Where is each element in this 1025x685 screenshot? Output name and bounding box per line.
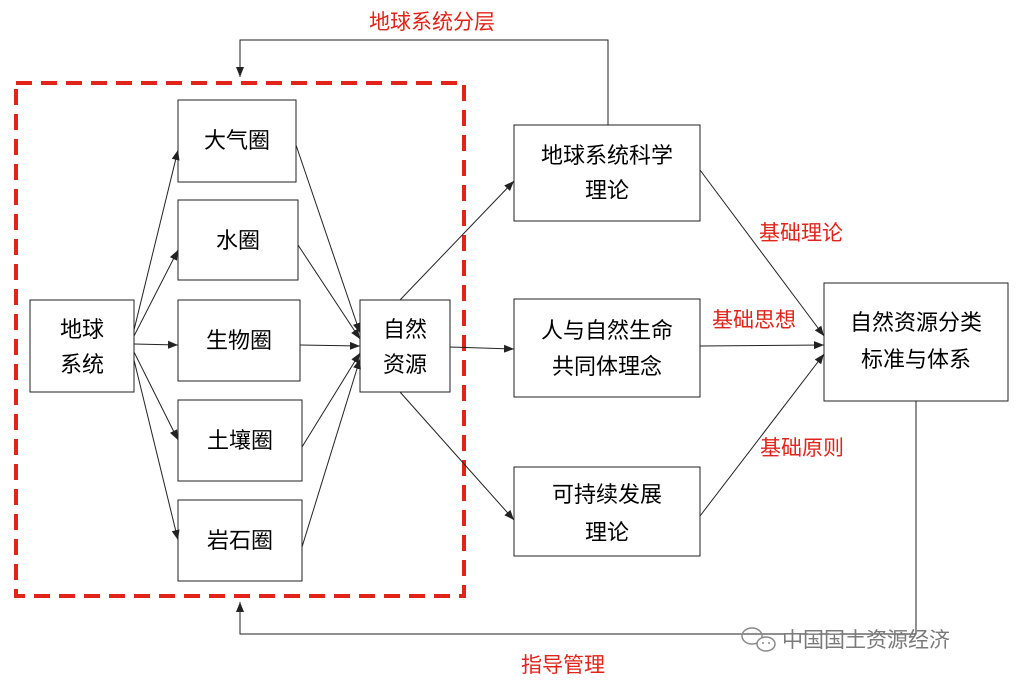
- earth-system-science-line2: 理论: [585, 179, 629, 204]
- arrow-hydrosphere-to-resources: [297, 244, 361, 340]
- arrow-resources-to-harmony: [449, 344, 515, 353]
- watermark-text: 中国国土资源经济: [782, 628, 950, 652]
- label-guiding-management: 指导管理: [521, 653, 605, 677]
- arrow-earth-to-lithosphere: [133, 359, 180, 541]
- earth-system-science-line1: 地球系统科学: [541, 144, 673, 169]
- arrow-earth-system-layering: [236, 39, 609, 125]
- harmony-concept-line2: 共同体理念: [552, 355, 662, 380]
- lithosphere-label: 岩石圈: [207, 529, 273, 554]
- sustainable-development-line1: 可持续发展: [552, 483, 662, 508]
- arrow-earth-science-to-classification: [699, 169, 825, 337]
- arrow-sustainable-to-classification: [699, 353, 825, 517]
- harmony-concept-line1: 人与自然生命: [541, 319, 673, 344]
- arrow-guiding-management: [236, 401, 917, 635]
- arrow-biosphere-to-resources: [299, 341, 361, 350]
- biosphere-label: 生物圈: [206, 329, 272, 354]
- earth-system-line2: 系统: [60, 353, 104, 378]
- natural-resources-line1: 自然: [383, 318, 427, 343]
- hydrosphere-box: 水圈: [177, 199, 299, 281]
- arrow-earth-to-pedosphere: [133, 351, 179, 441]
- classification-box: 自然资源分类 标准与体系: [823, 282, 1009, 402]
- label-basic-principle: 基础原则: [760, 436, 844, 460]
- arrow-earth-to-biosphere: [133, 340, 179, 349]
- arrow-resources-to-sustainable: [399, 391, 515, 521]
- label-earth-system-layering: 地球系统分层: [369, 10, 495, 34]
- arrow-harmony-to-classification: [699, 341, 825, 350]
- earth-system-line1: 地球: [60, 318, 104, 343]
- sustainable-development-box: 可持续发展 理论: [513, 466, 701, 557]
- classification-line2: 标准与体系: [861, 348, 971, 373]
- pedosphere-box: 土壤圈: [177, 399, 303, 482]
- watermark: 中国国土资源经济: [741, 627, 950, 652]
- atmosphere-label: 大气圈: [204, 129, 270, 154]
- atmosphere-box: 大气圈: [177, 99, 297, 183]
- earth-system-group-frame: [14, 81, 466, 598]
- arrow-atmosphere-to-resources: [295, 144, 361, 334]
- lithosphere-box: 岩石圈: [177, 499, 303, 582]
- arrow-earth-to-atmosphere: [133, 149, 180, 331]
- arrow-resources-to-earth-science: [399, 180, 515, 301]
- sustainable-development-line2: 理论: [585, 521, 629, 546]
- arrow-earth-to-hydrosphere: [133, 249, 179, 337]
- hydrosphere-label: 水圈: [216, 229, 260, 254]
- pedosphere-label: 土壤圈: [207, 429, 273, 454]
- wechat-icon: [741, 627, 776, 652]
- harmony-concept-box: 人与自然生命 共同体理念: [513, 298, 701, 398]
- natural-resources-line2: 资源: [383, 353, 427, 378]
- classification-line1: 自然资源分类: [850, 311, 982, 336]
- label-basic-theory: 基础理论: [759, 221, 843, 245]
- label-basic-thought: 基础思想: [712, 308, 796, 332]
- earth-system-box: 地球 系统: [29, 299, 135, 393]
- earth-system-science-box: 地球系统科学 理论: [513, 124, 701, 222]
- biosphere-box: 生物圈: [177, 299, 301, 382]
- arrow-lithosphere-to-resources: [301, 358, 361, 548]
- natural-resources-box: 自然 资源: [359, 299, 451, 393]
- arrow-pedosphere-to-resources: [301, 352, 361, 448]
